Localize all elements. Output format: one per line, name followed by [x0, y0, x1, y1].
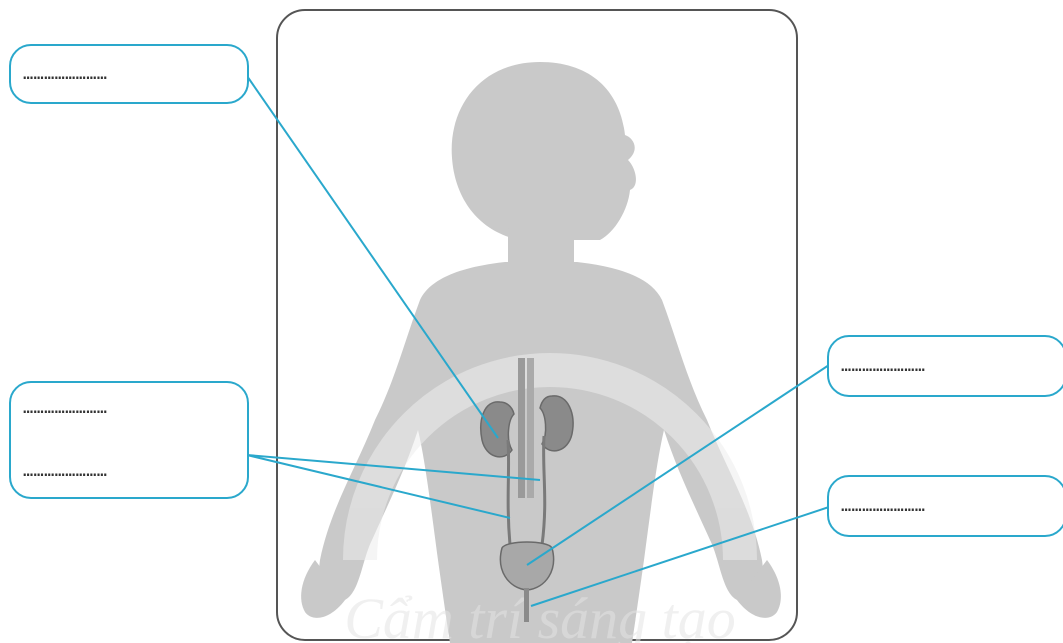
urethra-answer-line[interactable]: ……………………	[841, 498, 1057, 515]
kidney-answer-box[interactable]: ……………………	[9, 44, 249, 104]
left-ureter	[508, 440, 510, 545]
ureter-answer-line-1[interactable]: ……………………	[23, 400, 239, 417]
ureter-answer-box[interactable]: …………………… ……………………	[9, 381, 249, 499]
ureter-answer-line-2[interactable]: ……………………	[23, 463, 239, 480]
watermark-text: Cẩm trí sáng tạo	[344, 586, 736, 643]
bladder-answer-line[interactable]: ……………………	[841, 358, 1057, 375]
aorta	[518, 358, 525, 498]
vena-cava	[527, 358, 534, 498]
urethra	[524, 588, 529, 622]
bladder-answer-box[interactable]: ……………………	[827, 335, 1063, 397]
kidney-answer-line[interactable]: ……………………	[23, 66, 239, 83]
urethra-answer-box[interactable]: ……………………	[827, 475, 1063, 537]
